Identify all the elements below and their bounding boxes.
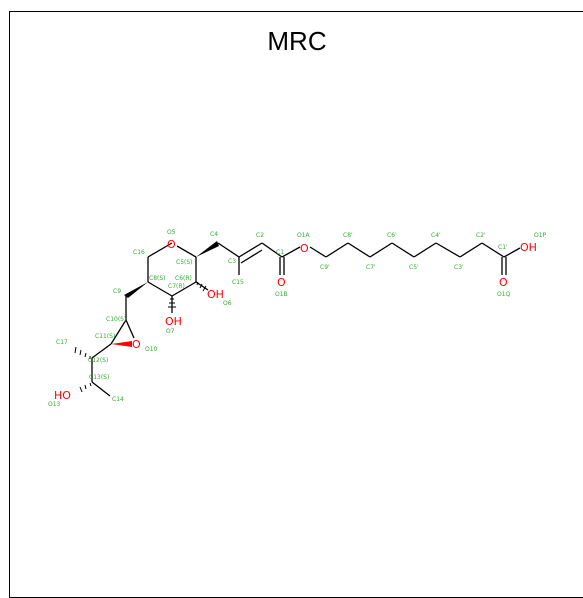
- molecule-diagram: O O O O OH OH OH O HO O5 C16 C4 C5(S) C8…: [48, 229, 547, 408]
- label-c5: C5(S): [176, 259, 193, 266]
- bond-c13-c14: [91, 381, 111, 397]
- atom-o1a: O: [300, 242, 309, 255]
- bond-layer: [91, 242, 521, 397]
- bond-c8-c7: [147, 281, 173, 297]
- label-c15: C15: [232, 279, 244, 286]
- hash-c7-o7: [168, 298, 176, 308]
- atom-o1q: O: [499, 276, 508, 289]
- label-c4: C4: [210, 231, 218, 238]
- bond-c6p-c5p: [391, 242, 415, 258]
- label-c3: C3: [228, 258, 236, 265]
- label-c10: C10(S): [106, 316, 126, 323]
- bond-c2p-c1p: [481, 242, 505, 258]
- bond-c10-c11: [110, 319, 127, 345]
- label-c1p: C1': [498, 244, 508, 251]
- label-c4p: C4': [431, 232, 441, 239]
- label-c16: C16: [133, 249, 145, 256]
- atom-o5: O: [167, 238, 176, 251]
- bond-o5-c16: [147, 242, 173, 258]
- label-c14: C14: [112, 396, 124, 403]
- label-c5p: C5': [409, 264, 419, 271]
- label-o1q: O1Q: [497, 291, 511, 298]
- hash-c6-o6: [196, 281, 207, 292]
- bond-c11-c12: [91, 343, 112, 359]
- bond-c3-c2-double: [240, 249, 263, 264]
- wedge-c11-o10: [111, 341, 132, 347]
- bond-c4-c3: [217, 242, 240, 258]
- label-c13: C13(S): [89, 374, 109, 381]
- label-c8: C8(S): [149, 275, 166, 282]
- bond-c1-o1a: [281, 246, 301, 258]
- label-c2p: C2': [476, 232, 486, 239]
- bond-o1a-c9p: [309, 246, 327, 258]
- label-c6: C6(R): [175, 275, 192, 282]
- label-c7: C7(R): [168, 283, 185, 290]
- structure-panel: MRC: [9, 11, 583, 598]
- label-o1b: O1B: [275, 291, 288, 298]
- atom-o13: HO: [54, 389, 71, 402]
- bond-c3p-c2p: [459, 242, 483, 258]
- label-c9: C9: [113, 288, 121, 295]
- atom-o1p: OH: [520, 241, 537, 254]
- bond-c3-c2: [238, 242, 263, 258]
- label-c6p: C6': [387, 232, 397, 239]
- atom-o6: OH: [207, 288, 224, 301]
- atom-o7: OH: [165, 315, 182, 328]
- label-c12: C12(S): [88, 357, 108, 364]
- bond-c7p-c6p: [369, 242, 393, 258]
- label-o10: O10: [145, 346, 158, 353]
- bond-c9p-c8p: [325, 242, 349, 258]
- wedge-c5-c4: [196, 241, 219, 257]
- wedge-c8-c9: [124, 282, 148, 298]
- label-c1: C1: [276, 249, 284, 256]
- molecule-title: MRC: [267, 26, 327, 56]
- atom-o10: O: [132, 338, 141, 351]
- bond-c4p-c3p: [435, 242, 461, 258]
- label-c11: C11(S): [95, 333, 115, 340]
- label-o13: O13: [48, 401, 61, 408]
- label-c9p: C9': [320, 264, 330, 271]
- bond-c10-o10: [125, 319, 135, 339]
- label-o7: O7: [166, 328, 175, 335]
- hash-c13-o13: [79, 382, 92, 393]
- label-o1p: O1P: [534, 232, 547, 239]
- bond-c5-o5: [176, 245, 197, 258]
- label-o6: O6: [223, 300, 232, 307]
- stereo-layer: [74, 241, 219, 393]
- label-c7p: C7': [366, 264, 376, 271]
- atom-o1b: O: [277, 276, 286, 289]
- label-c3p: C3': [454, 264, 464, 271]
- label-o1a: O1A: [297, 232, 311, 239]
- atom-label-layer: O5 C16 C4 C5(S) C8(S) C6(R) C7(R) C2 C3 …: [48, 229, 547, 408]
- label-c2: C2: [256, 232, 264, 239]
- bond-c7-c6: [171, 281, 197, 297]
- bond-c5p-c4p: [413, 242, 437, 258]
- heteroatom-layer: O O O O OH OH OH O HO: [54, 238, 537, 402]
- label-o5: O5: [167, 229, 176, 236]
- bond-c2-c1: [261, 242, 283, 258]
- label-c8p: C8': [343, 232, 353, 239]
- hash-c12-c17: [74, 346, 91, 359]
- bond-c1p-o1p: [503, 247, 521, 258]
- label-c17: C17: [56, 339, 68, 346]
- bond-c8p-c7p: [347, 242, 371, 258]
